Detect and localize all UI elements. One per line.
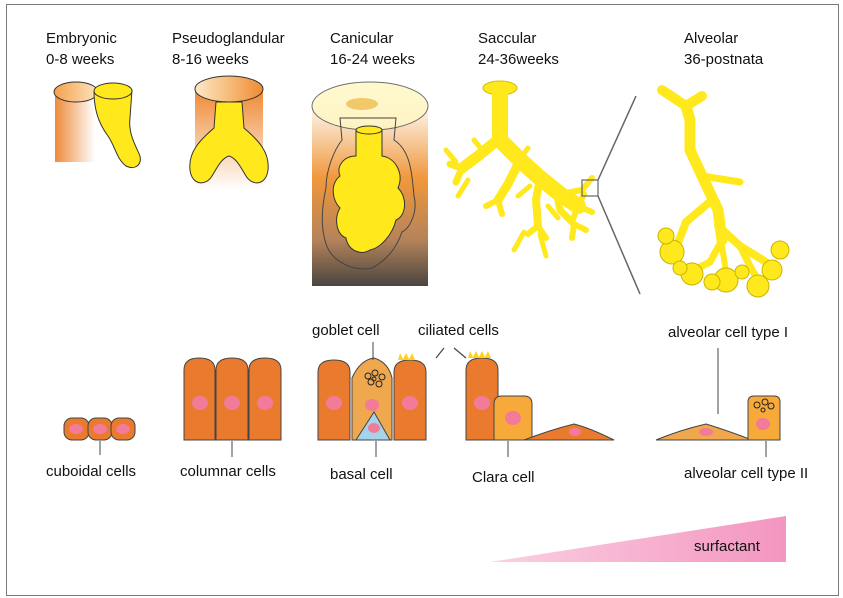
bronchial-epithelium (318, 353, 426, 440)
stage-embryonic: Embryonic 0-8 weeks (46, 28, 117, 70)
label-cuboidal-cells: cuboidal cells (46, 463, 136, 481)
stage-saccular: Saccular 24-36weeks (478, 28, 559, 70)
alveolar-drawing (658, 90, 789, 297)
label-goblet-cell: goblet cell (312, 322, 380, 340)
label-basal-cell: basal cell (330, 466, 393, 484)
zoom-line-upper (598, 96, 636, 180)
cilia-icon (468, 351, 491, 358)
stage-period: 16-24 weeks (330, 49, 415, 70)
stage-name: Pseudoglandular (172, 28, 285, 49)
stage-period: 36-postnata (684, 49, 763, 70)
label-alveolar-type-1: alveolar cell type I (668, 324, 788, 342)
stage-pseudoglandular: Pseudoglandular 8-16 weeks (172, 28, 285, 70)
stage-alveolar: Alveolar 36-postnata (684, 28, 763, 70)
label-surfactant: surfactant (694, 538, 760, 555)
label-alveolar-type-2: alveolar cell type II (684, 465, 808, 483)
saccular-epithelium (466, 351, 614, 440)
stage-period: 24-36weeks (478, 49, 559, 70)
saccular-drawing (446, 81, 592, 256)
stage-period: 8-16 weeks (172, 49, 285, 70)
cuboidal-cells (64, 418, 135, 440)
stage-name: Canicular (330, 28, 415, 49)
pseudoglandular-drawing (190, 76, 268, 190)
columnar-cells (184, 358, 281, 440)
embryonic-drawing (54, 82, 140, 168)
stage-period: 0-8 weeks (46, 49, 117, 70)
stage-name: Alveolar (684, 28, 763, 49)
canalicular-drawing (312, 82, 428, 286)
stage-canalicular: Canicular 16-24 weeks (330, 28, 415, 70)
stage-name: Saccular (478, 28, 559, 49)
label-clara-cell: Clara cell (472, 469, 535, 487)
label-columnar-cells: columnar cells (180, 463, 276, 481)
label-ciliated-cells: ciliated cells (418, 322, 499, 340)
cilia-icon (398, 353, 415, 360)
stage-name: Embryonic (46, 28, 117, 49)
zoom-line-lower (598, 196, 640, 294)
